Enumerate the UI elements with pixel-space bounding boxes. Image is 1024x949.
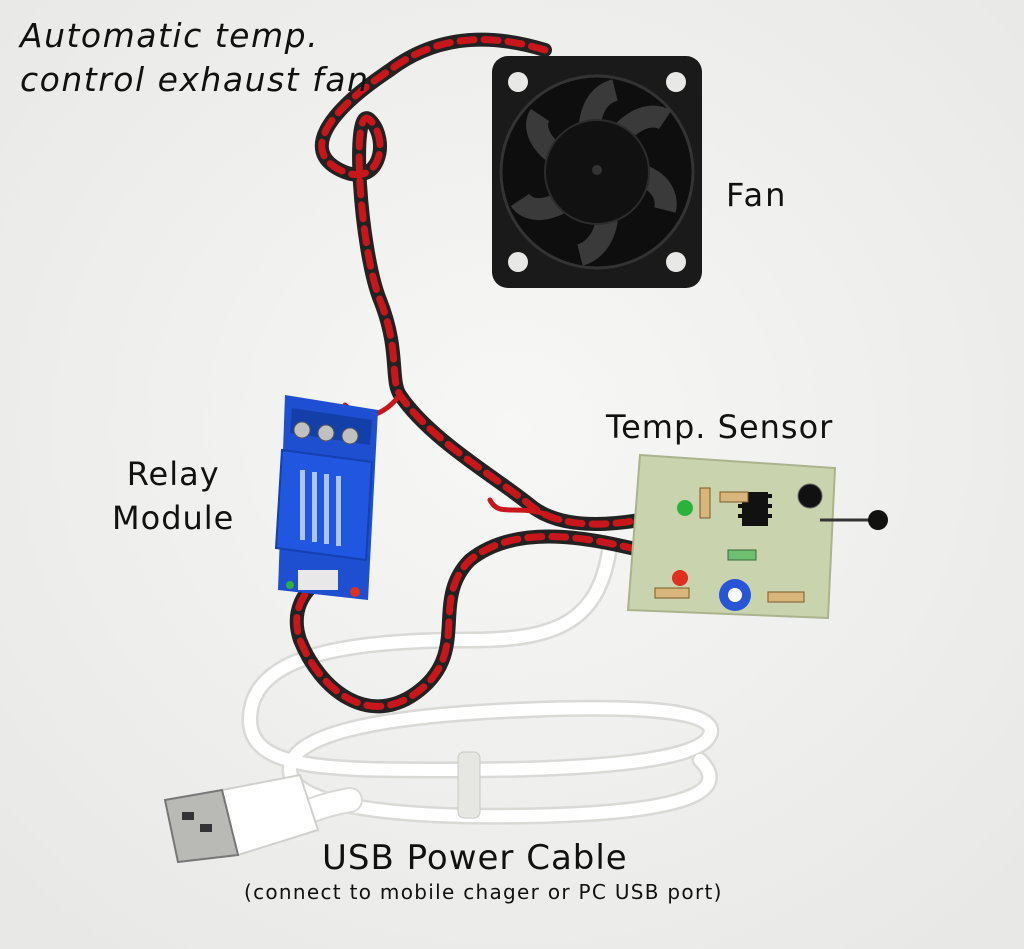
temp-sensor-board (626, 453, 888, 620)
relay-label: Relay Module (112, 452, 234, 540)
title-line-2: control exhaust fan (20, 60, 370, 99)
wire-bundle (289, 32, 667, 714)
title-line-1: Automatic temp. (20, 16, 320, 55)
relay-label-line-1: Relay (126, 455, 220, 493)
temp-sensor-label: Temp. Sensor (606, 408, 834, 446)
usb-plug (163, 773, 320, 864)
cable-tie (457, 751, 481, 819)
relay-label-line-2: Module (112, 499, 235, 537)
relay-module (274, 395, 378, 600)
title-annotation: Automatic temp. control exhaust fan (20, 14, 369, 102)
usb-cable-label: USB Power Cable (322, 838, 628, 878)
fan (492, 56, 702, 288)
fan-label: Fan (726, 176, 788, 214)
usb-cable-note: (connect to mobile chager or PC USB port… (244, 880, 723, 904)
